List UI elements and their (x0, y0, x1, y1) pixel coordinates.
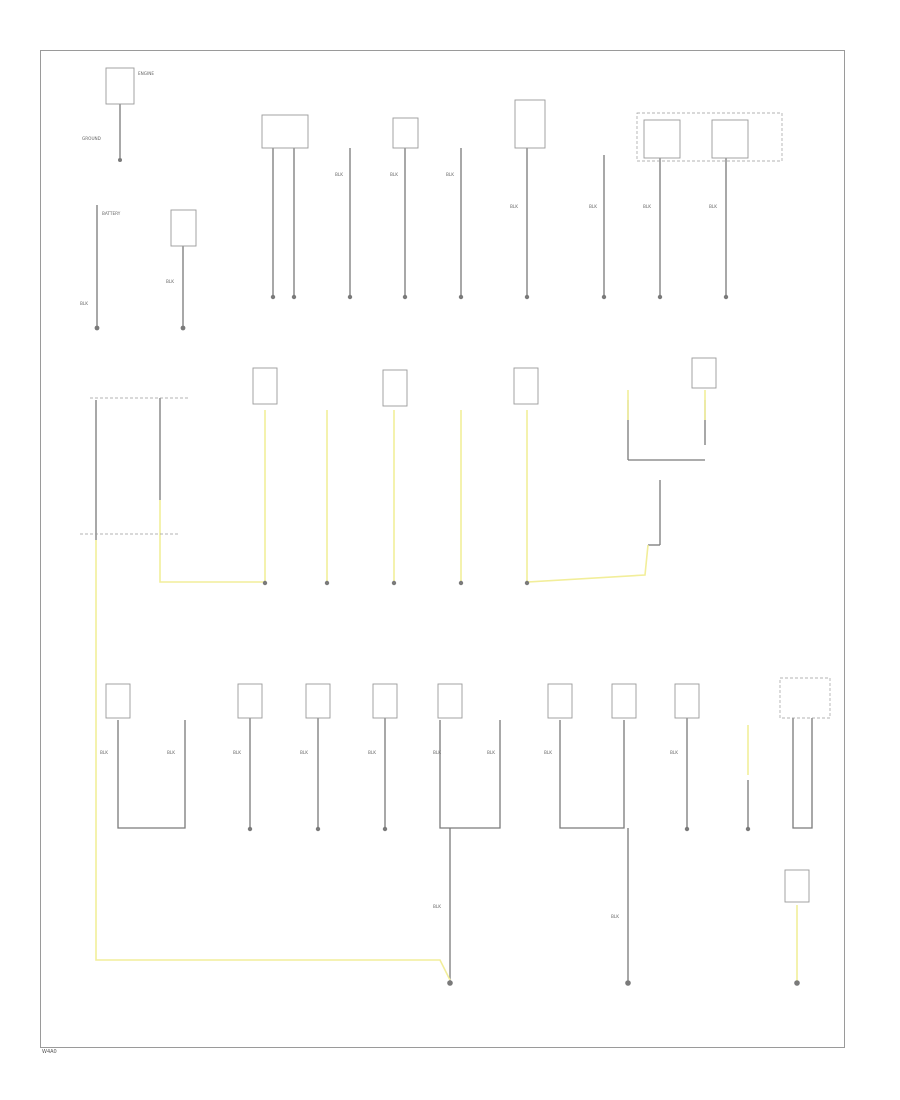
wire-color-label: BLK (487, 750, 495, 755)
engine-label: ENGINE (138, 71, 154, 76)
wire-color-label: BLK (233, 750, 241, 755)
ground-label: GROUND (82, 136, 101, 141)
wire-color-label: BLK (100, 750, 108, 755)
wire-color-label: BLK (544, 750, 552, 755)
diagram-frame (40, 50, 845, 1048)
wire-color-label: BLK (709, 204, 717, 209)
wire-color-label: BLK (589, 204, 597, 209)
wire-color-label: BLK (611, 914, 619, 919)
wire-color-label: BLK (643, 204, 651, 209)
wire-color-label: BLK (433, 750, 441, 755)
dashed-enclosures (80, 112, 831, 719)
wires-yellow (95, 390, 798, 982)
wire-color-label: BLK (80, 301, 88, 306)
wire-color-label: BLK (335, 172, 343, 177)
wire-labels: ENGINE GROUND BATTERY BLK BLK BLK BLK BL… (80, 71, 717, 919)
wire-color-label: BLK (433, 904, 441, 909)
wire-color-label: BLK (166, 279, 174, 284)
diagram-code: W4A0 (42, 1049, 57, 1055)
component-boxes (105, 67, 810, 903)
ground-terminals (94, 158, 800, 986)
wires-black (95, 104, 813, 982)
wire-color-label: BLK (167, 750, 175, 755)
wire-color-label: BLK (368, 750, 376, 755)
wire-color-label: BLK (510, 204, 518, 209)
wire-color-label: BLK (390, 172, 398, 177)
battery-label: BATTERY (102, 211, 121, 216)
wire-color-label: BLK (446, 172, 454, 177)
wire-color-label: BLK (670, 750, 678, 755)
wire-color-label: BLK (300, 750, 308, 755)
